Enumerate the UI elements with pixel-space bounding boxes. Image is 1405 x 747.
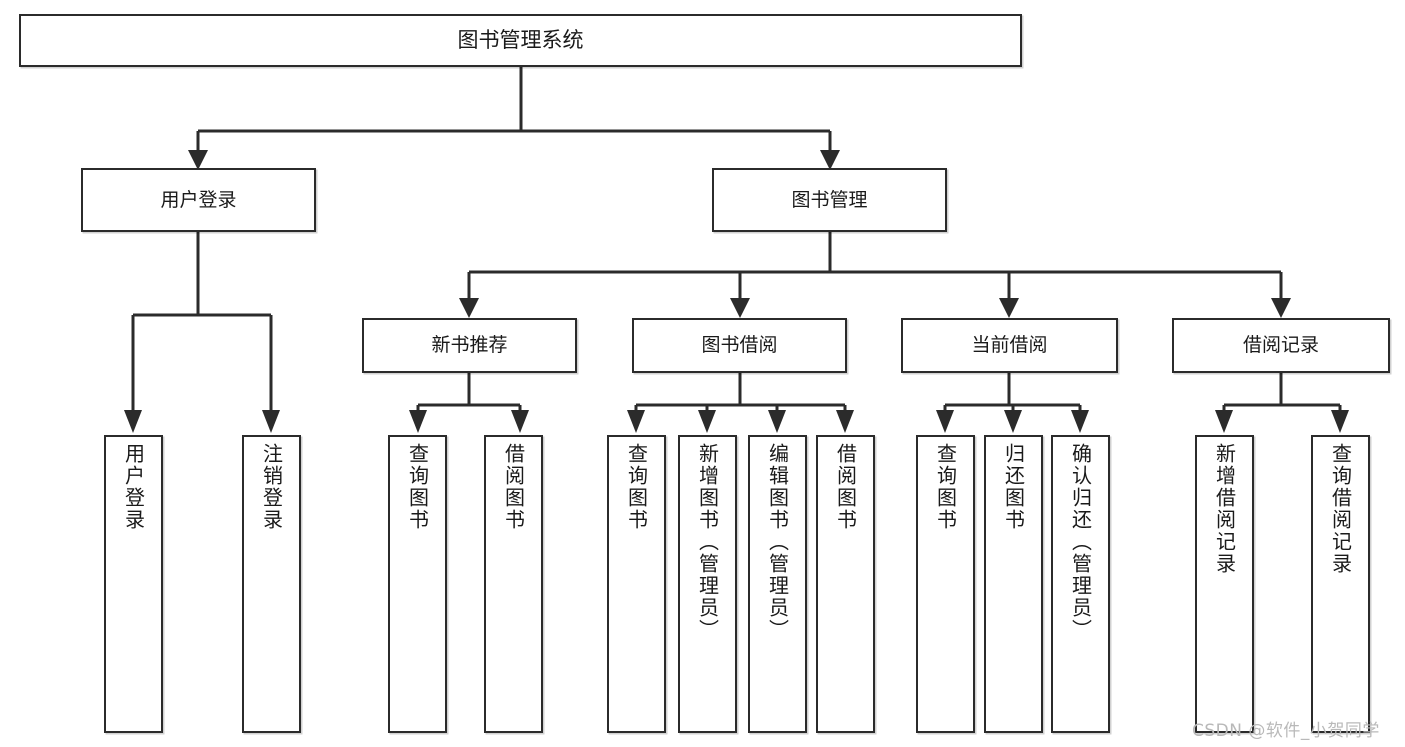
leaf-borrow-book-2[interactable]: 借阅图书	[816, 435, 875, 733]
csdn-watermark: CSDN @软件_小贺同学	[1192, 721, 1380, 741]
leaf-query-book-2-label: 查询图书	[624, 443, 649, 531]
leaf-query-book-1-label: 查询图书	[405, 443, 430, 531]
leaf-user-login[interactable]: 用户登录	[104, 435, 163, 733]
node-new-book-rec-label: 新书推荐	[431, 334, 508, 357]
leaf-add-book-label: 新增图书（管理员）	[695, 443, 720, 641]
leaf-user-login-label: 用户登录	[121, 443, 146, 531]
leaf-return-book[interactable]: 归还图书	[984, 435, 1043, 733]
leaf-return-book-label: 归还图书	[1001, 443, 1026, 531]
node-borrow-record[interactable]: 借阅记录	[1172, 318, 1390, 373]
node-book-manage[interactable]: 图书管理	[712, 168, 947, 232]
leaf-logout-label: 注销登录	[259, 443, 284, 531]
node-borrow-record-label: 借阅记录	[1242, 334, 1319, 357]
leaf-confirm-return[interactable]: 确认归还（管理员）	[1051, 435, 1110, 733]
leaf-query-book-2[interactable]: 查询图书	[607, 435, 666, 733]
node-book-manage-label: 图书管理	[791, 188, 868, 211]
leaf-edit-book-label: 编辑图书（管理员）	[765, 443, 790, 641]
node-current-borrow[interactable]: 当前借阅	[901, 318, 1118, 373]
leaf-logout[interactable]: 注销登录	[242, 435, 301, 733]
leaf-add-book[interactable]: 新增图书（管理员）	[678, 435, 737, 733]
node-new-book-rec[interactable]: 新书推荐	[362, 318, 577, 373]
leaf-add-record-label: 新增借阅记录	[1212, 443, 1237, 575]
node-root[interactable]: 图书管理系统	[19, 14, 1022, 67]
leaf-query-book-1[interactable]: 查询图书	[388, 435, 447, 733]
node-current-borrow-label: 当前借阅	[971, 334, 1048, 357]
leaf-confirm-return-label: 确认归还（管理员）	[1068, 443, 1093, 641]
leaf-query-book-3[interactable]: 查询图书	[916, 435, 975, 733]
leaf-query-book-3-label: 查询图书	[933, 443, 958, 531]
leaf-query-record-label: 查询借阅记录	[1328, 443, 1353, 575]
leaf-add-record[interactable]: 新增借阅记录	[1195, 435, 1254, 733]
node-book-borrow-label: 图书借阅	[701, 334, 778, 357]
leaf-borrow-book-1[interactable]: 借阅图书	[484, 435, 543, 733]
node-root-label: 图书管理系统	[457, 28, 584, 53]
leaf-borrow-book-2-label: 借阅图书	[833, 443, 858, 531]
node-book-borrow[interactable]: 图书借阅	[632, 318, 847, 373]
node-user-login-label: 用户登录	[160, 188, 237, 211]
leaf-query-record[interactable]: 查询借阅记录	[1311, 435, 1370, 733]
node-user-login[interactable]: 用户登录	[81, 168, 316, 232]
leaf-borrow-book-1-label: 借阅图书	[501, 443, 526, 531]
leaf-edit-book[interactable]: 编辑图书（管理员）	[748, 435, 807, 733]
